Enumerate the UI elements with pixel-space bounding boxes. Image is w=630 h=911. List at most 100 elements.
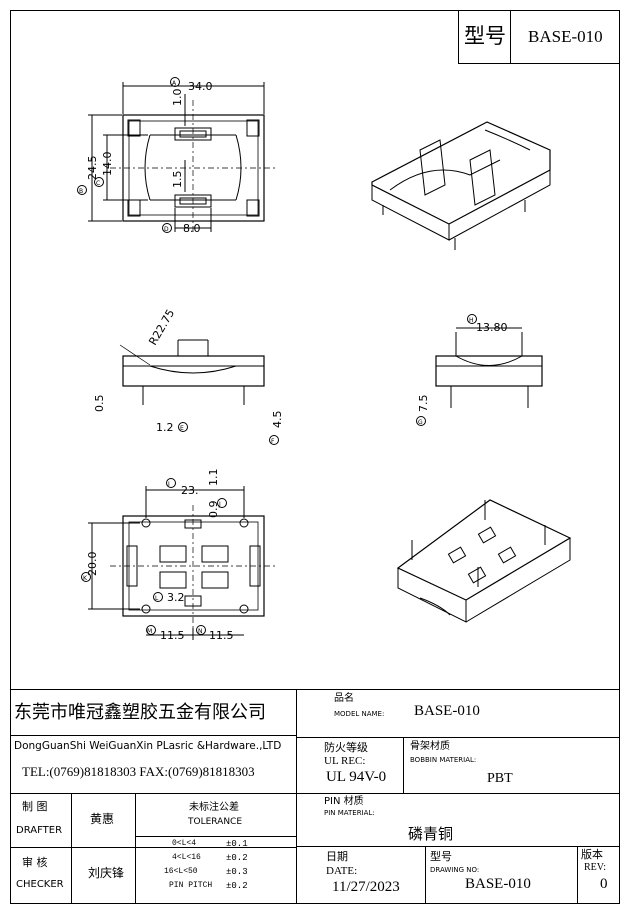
tolerance-range-3: 16<L<50 <box>164 867 198 876</box>
company-name-cn: 东莞市唯冠鑫塑胶五金有限公司 <box>14 702 266 723</box>
side-view-labels: R22.75 0.5 1.2 4.5 E F <box>93 307 284 445</box>
dim-width: 34.0 <box>188 80 213 93</box>
side-view <box>119 339 279 445</box>
dim-base-offset: 0.5 <box>93 395 106 413</box>
callout-l: L <box>155 595 159 602</box>
checker-name: 刘庆锋 <box>88 866 125 880</box>
tolerance-en: TOLERANCE <box>188 817 243 827</box>
tolerance-value-3: ±0.3 <box>226 867 248 877</box>
dim-bottom-height: 20.0 <box>86 552 99 577</box>
tb-drafter-split2 <box>135 793 136 903</box>
callout-f: F <box>271 438 275 445</box>
dim-radius: R22.75 <box>146 307 177 347</box>
top-view-labels: 34.0 24.5 14.0 1.0 1.5 8.0 A B C D <box>79 80 213 235</box>
rev-en: REV: <box>584 862 607 873</box>
callout-i: I <box>168 481 170 488</box>
top-view <box>77 77 275 233</box>
dim-pin-offset-small: 0.9 <box>207 501 220 519</box>
bobbin-material-en: BOBBIN MATERIAL: <box>410 756 477 764</box>
tb-model-split <box>296 737 620 738</box>
dim-left-half: 11.5 <box>160 629 185 642</box>
isometric-top-view <box>371 121 551 250</box>
tb-tol-split <box>135 836 296 837</box>
callout-e: E <box>180 425 184 432</box>
bobbin-material-value: PBT <box>487 771 513 786</box>
bobbin-material-cn: 骨架材质 <box>410 741 450 752</box>
drawing-no-en: DRAWING NO: <box>430 866 480 874</box>
tolerance-value-1: ±0.1 <box>226 839 248 849</box>
header-model-label: 型号 <box>464 24 506 48</box>
dim-pin-span: 23. <box>181 484 199 497</box>
dim-end-pin-length: 7.5 <box>417 395 430 413</box>
frame-right <box>619 10 621 904</box>
frame-top <box>10 10 620 12</box>
rev-value: 0 <box>600 876 608 892</box>
date-cn: 日期 <box>326 850 348 863</box>
frame-bottom <box>10 903 620 905</box>
dim-bottom-slot: 3.2 <box>167 591 185 604</box>
dim-right-half: 11.5 <box>209 629 234 642</box>
tolerance-range-2: 4<L<16 <box>172 853 201 862</box>
tolerance-value-4: ±0.2 <box>226 881 248 891</box>
tb-right-lower <box>296 846 620 847</box>
callout-b: B <box>79 188 83 195</box>
header-divider <box>510 10 512 64</box>
date-value: 11/27/2023 <box>332 879 400 895</box>
drafter-cn: 制 图 <box>22 800 48 813</box>
fire-rating-value: UL 94V-0 <box>326 769 387 785</box>
tb-fire-split <box>403 737 404 793</box>
dim-pin-length: 4.5 <box>271 411 284 429</box>
callout-k: K <box>83 575 88 582</box>
tolerance-value-2: ±0.2 <box>226 853 248 863</box>
callout-a: A <box>172 80 177 87</box>
header-model-value: BASE-010 <box>528 27 603 46</box>
tb-date-split <box>425 846 426 903</box>
pin-material-en: PIN MATERIAL: <box>324 809 375 817</box>
tb-company-split <box>10 735 296 736</box>
callout-j: J <box>218 501 221 508</box>
callout-n: N <box>198 628 203 635</box>
tb-vsplit-main <box>296 689 298 903</box>
callout-g: G <box>418 419 423 426</box>
end-view-labels: 13.80 7.5 H G <box>417 317 508 426</box>
dim-height-outer: 24.5 <box>86 156 99 181</box>
dim-gap-top: 1.0 <box>171 89 184 107</box>
pin-material-cn: PIN 材质 <box>324 796 364 807</box>
rev-cn: 版本 <box>581 848 603 861</box>
checker-cn: 审 核 <box>22 856 48 869</box>
company-contact: TEL:(0769)81818303 FAX:(0769)81818303 <box>22 764 255 779</box>
callout-h: H <box>469 317 474 324</box>
tb-drafter-split1 <box>71 793 72 903</box>
pin-material-value: 磷青铜 <box>408 825 454 843</box>
callout-c: C <box>96 180 100 187</box>
bottom-view-labels: 23. 1.1 0.9 20.0 3.2 11.5 11.5 I J K L M… <box>83 469 234 643</box>
checker-en: CHECKER <box>16 879 64 890</box>
date-en: DATE: <box>326 865 358 877</box>
model-name-value: BASE-010 <box>414 703 480 719</box>
callout-d: D <box>164 226 169 233</box>
header-model-box <box>458 10 619 64</box>
company-name-en: DongGuanShi WeiGuanXin PLasric &Hardware… <box>14 740 282 752</box>
callout-m: M <box>147 628 152 635</box>
dim-end-width: 13.80 <box>476 321 508 334</box>
tolerance-cn: 未标注公差 <box>189 802 239 813</box>
model-name-en: MODEL NAME: <box>334 710 385 718</box>
dim-pin-offset: 1.2 <box>156 421 174 434</box>
tb-left-lower <box>10 847 296 848</box>
tolerance-range-4: PIN PITCH <box>169 881 213 890</box>
drafter-en: DRAFTER <box>16 825 63 836</box>
dim-pin-pitch-small: 1.1 <box>207 469 220 487</box>
technical-drawing: 34.0 24.5 14.0 1.0 1.5 8.0 A B C D <box>77 77 572 643</box>
fire-rating-en: UL REC: <box>324 755 366 767</box>
drawing-no-value: BASE-010 <box>465 876 531 892</box>
drawing-no-cn: 型号 <box>430 850 452 863</box>
tb-rev-split <box>577 846 578 903</box>
isometric-bottom-view <box>396 499 572 623</box>
dim-slot-width: 8.0 <box>183 222 201 235</box>
dim-gap-mid: 1.5 <box>171 171 184 189</box>
tb-left-mid <box>10 793 620 795</box>
end-view <box>416 314 543 426</box>
dim-height-inner: 14.0 <box>101 152 114 177</box>
model-name-cn: 品名 <box>334 693 354 704</box>
